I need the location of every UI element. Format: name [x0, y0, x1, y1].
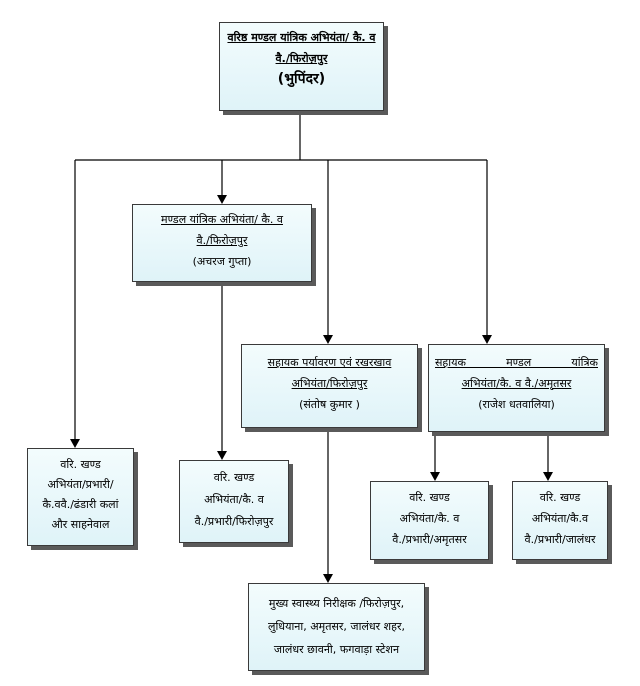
chief-health-line3: जालंधर छावनी, फगवाड़ा स्टेशन [273, 643, 400, 656]
sse-dhandari-line4: और साहनेवाल [51, 518, 110, 531]
sse-firozpur-node: वरि. खण्ड अभियंता/कै. व वै./प्रभारी/फिरो… [179, 460, 289, 543]
assistant-dme-name: (राजेश धतवालिया) [478, 398, 555, 411]
sse-dhandari-line3: कै.ववै./ढंडारी कलां [42, 498, 119, 511]
dme-designation-line2: वै./फिरोज़पुर [196, 234, 248, 247]
sse-amritsar-line3: वै./प्रभारी/अमृतसर [392, 533, 467, 546]
senior-dme-name: (भुपिंदर) [277, 71, 326, 87]
assistant-env-engineer-node: सहायक पर्यावरण एवं रखरखाव अभियंता/फिरोज़… [241, 344, 418, 428]
chief-health-line1: मुख्य स्वास्थ्य निरीक्षक /फिरोज़पुर, [268, 597, 405, 610]
assistant-env-designation-line1: सहायक पर्यावरण एवं रखरखाव [267, 356, 392, 369]
sse-firozpur-line2: अभियंता/कै. व [204, 493, 264, 506]
sse-dhandari-line2: अभियंता/प्रभारी/ [47, 478, 114, 491]
sse-jalandhar-line2: अभियंता/कै.व [531, 512, 589, 525]
assistant-env-designation-line2: अभियंता/फिरोज़पुर [291, 377, 368, 390]
assistant-dme-designation-line2: अभियंता/कै. व वै./अमृतसर [461, 377, 572, 390]
sse-amritsar-node: वरि. खण्ड अभियंता/कै. व वै./प्रभारी/अमृत… [370, 481, 489, 560]
sse-amritsar-line1: वरि. खण्ड [409, 491, 450, 504]
chief-health-line2: लुधियाना, अमृतसर, जालंधर शहर, [268, 620, 405, 633]
sse-dhandari-line1: वरि. खण्ड [60, 458, 101, 471]
sse-jalandhar-line1: वरि. खण्ड [539, 491, 581, 504]
sse-firozpur-line1: वरि. खण्ड [213, 471, 255, 484]
sse-jalandhar-node: वरि. खण्ड अभियंता/कै.व वै./प्रभारी/जालंध… [512, 481, 608, 560]
senior-dme-node: वरिष्ठ मण्डल यांत्रिक अभियंता/ कै. व वै.… [219, 22, 384, 111]
assistant-dme-node: सहायक मण्डल यांत्रिक अभियंता/कै. व वै./अ… [428, 344, 605, 432]
sse-firozpur-line3: वै./प्रभारी/फिरोज़पुर [194, 515, 274, 528]
assistant-env-name: (संतोष कुमार ) [299, 398, 360, 411]
sse-amritsar-line2: अभियंता/कै. व [399, 512, 460, 525]
dme-node: मण्डल यांत्रिक अभियंता/ कै. व वै./फिरोज़… [132, 204, 312, 282]
senior-dme-designation-line1: वरिष्ठ मण्डल यांत्रिक अभियंता/ कै. व [227, 31, 376, 44]
assistant-dme-designation-line1: सहायक मण्डल यांत्रिक [435, 356, 598, 369]
dme-name: (अचरज गुप्ता) [192, 255, 252, 268]
sse-jalandhar-line3: वै./प्रभारी/जालंधर [524, 533, 596, 546]
sse-dhandari-node: वरि. खण्ड अभियंता/प्रभारी/ कै.ववै./ढंडार… [27, 448, 134, 546]
senior-dme-designation-line2: वै./फिरोज़पुर [275, 52, 328, 65]
chief-health-inspector-node: मुख्य स्वास्थ्य निरीक्षक /फिरोज़पुर, लुध… [248, 583, 425, 671]
dme-designation-line1: मण्डल यांत्रिक अभियंता/ कै. व [161, 213, 283, 226]
